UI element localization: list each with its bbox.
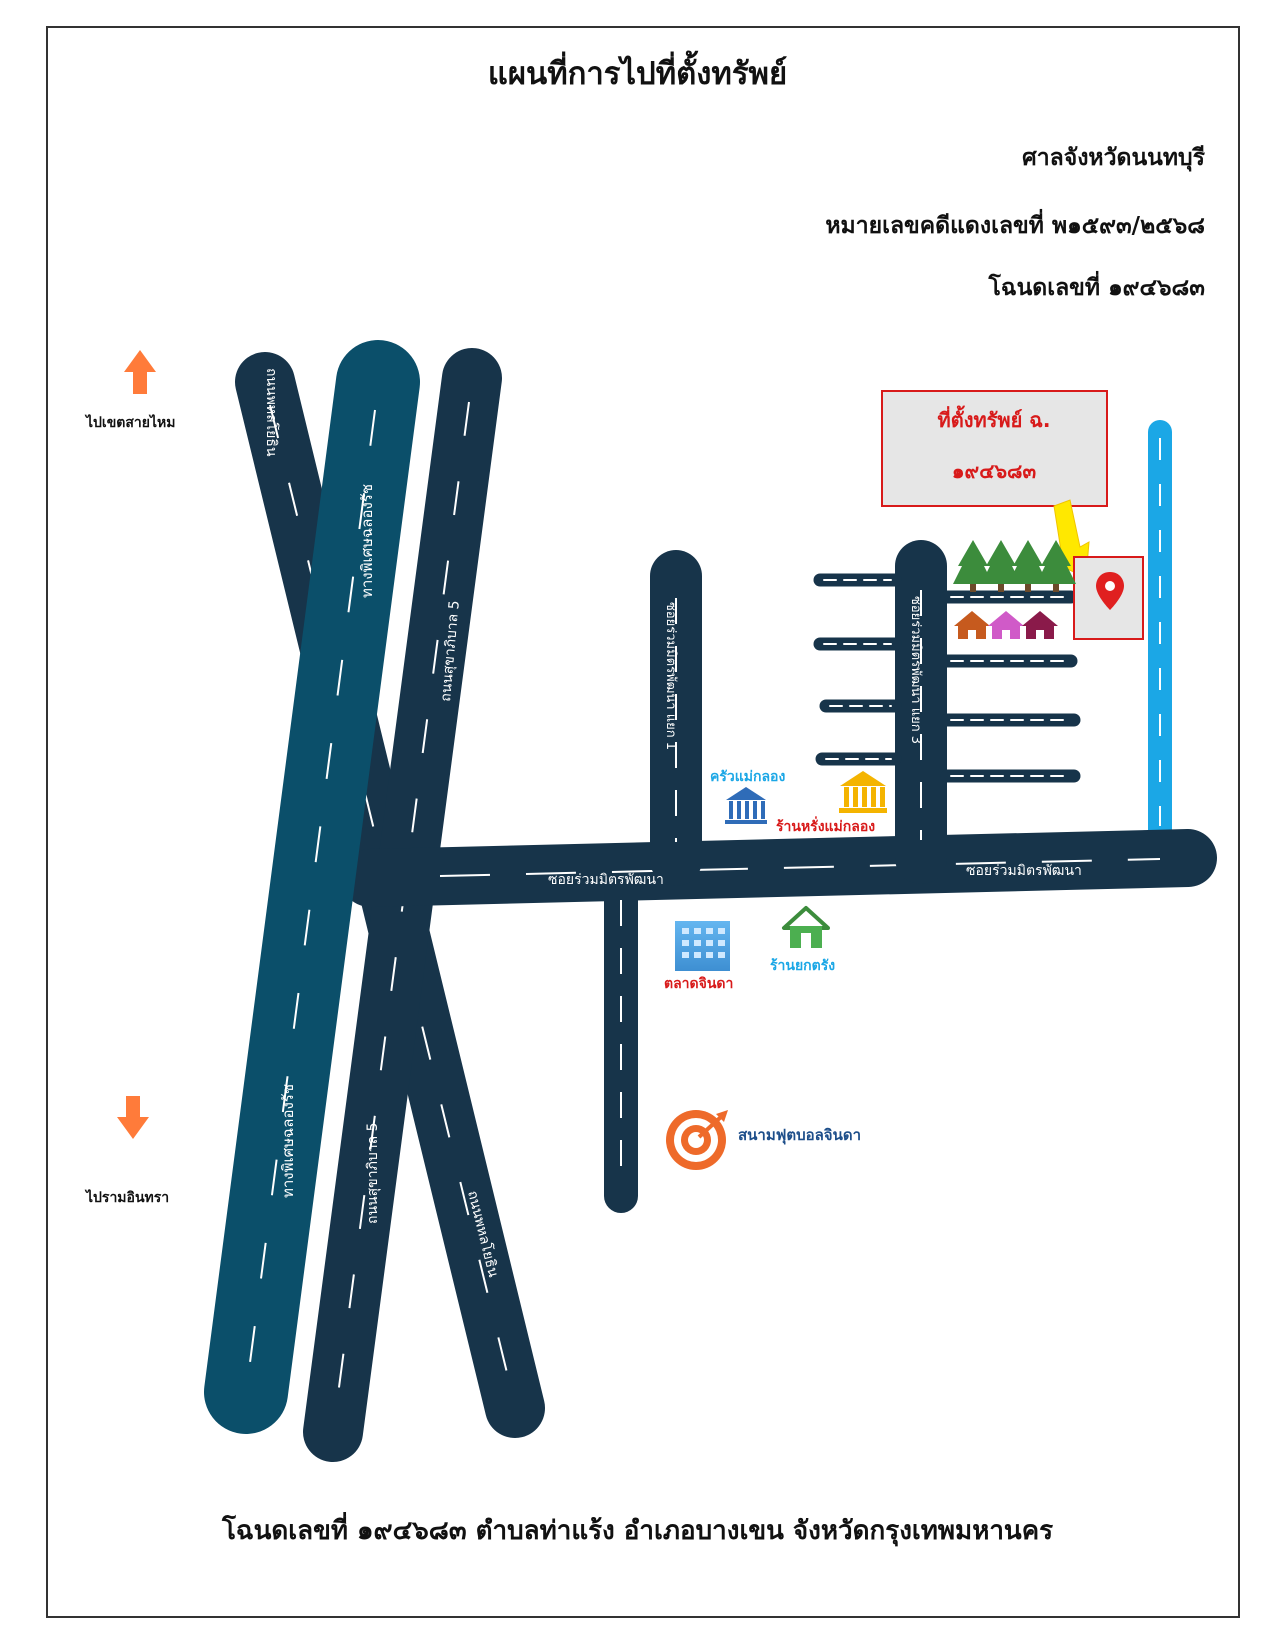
label-sukhaphiban-bottom: ถนนสุขาภิบาล 5 xyxy=(365,1122,381,1224)
label-market: ตลาดจินดา xyxy=(664,976,733,992)
label-soi-side-2: ซอยร่วมมิตรพัฒนา แยก 3 xyxy=(908,596,923,744)
house-icons xyxy=(954,611,1058,639)
tree-icons xyxy=(953,540,1076,592)
callout-title: ที่ตั้งทรัพย์ ฉ. xyxy=(938,405,1051,432)
court-name: ศาลจังหวัดนนทบุรี xyxy=(1022,145,1205,171)
restaurant-icon xyxy=(725,787,767,824)
label-restaurant: ครัวแม่กลอง xyxy=(710,769,785,785)
label-shop: ร้านหรั่งแม่กลอง xyxy=(776,816,875,835)
label-soi-side-1: ซอยร่วมมิตรพัฒนา แยก 1 xyxy=(663,602,678,750)
north-arrow-icon xyxy=(124,350,156,394)
chalong-rat-expressway xyxy=(204,340,420,1434)
food-shop-icon xyxy=(782,906,830,948)
label-expressway-bottom: ทางพิเศษฉลองรัช xyxy=(279,1084,297,1198)
market-building-icon xyxy=(675,921,730,971)
deed-number: โฉนดเลขที่ ๑๙๔๖๘๓ xyxy=(988,275,1205,301)
case-number: หมายเลขคดีแดงเลขที่ พ๑๕๙๓/๒๕๖๘ xyxy=(825,213,1205,239)
callout-deed: ๑๙๔๖๘๓ xyxy=(952,459,1037,483)
label-north-direction: ไปเขตสายไหม xyxy=(84,413,175,431)
label-football: สนามฟุตบอลจินดา xyxy=(738,1126,861,1145)
map-frame xyxy=(46,26,1240,1618)
small-lanes xyxy=(813,573,1081,783)
label-soi-ruam-left: ซอยร่วมมิตรพัฒนา xyxy=(548,872,664,888)
football-field-icon xyxy=(666,1110,728,1170)
property-callout: ที่ตั้งทรัพย์ ฉ. ๑๙๔๖๘๓ xyxy=(881,390,1108,507)
label-phahonyothin-top: ถนนพหลโยธิน xyxy=(263,368,280,457)
soi-ruam-mitr-road xyxy=(341,829,1217,907)
footer-address: โฉนดเลขที่ ๑๙๔๖๘๓ ตำบลท่าแร้ง อำเภอบางเข… xyxy=(221,1516,1054,1546)
label-soi-ruam-right: ซอยร่วมมิตรพัฒนา xyxy=(966,863,1082,879)
location-pin-icon xyxy=(1096,572,1124,610)
label-food-shop: ร้านยกตรัง xyxy=(770,958,835,974)
south-arrow-icon xyxy=(117,1096,149,1139)
label-expressway-top: ทางพิเศษฉลองรัช xyxy=(358,484,376,598)
shop-icon xyxy=(839,771,887,813)
label-south-direction: ไปรามอินทรา xyxy=(84,1188,169,1206)
map-title: แผนที่การไปที่ตั้งทรัพย์ xyxy=(487,56,788,92)
